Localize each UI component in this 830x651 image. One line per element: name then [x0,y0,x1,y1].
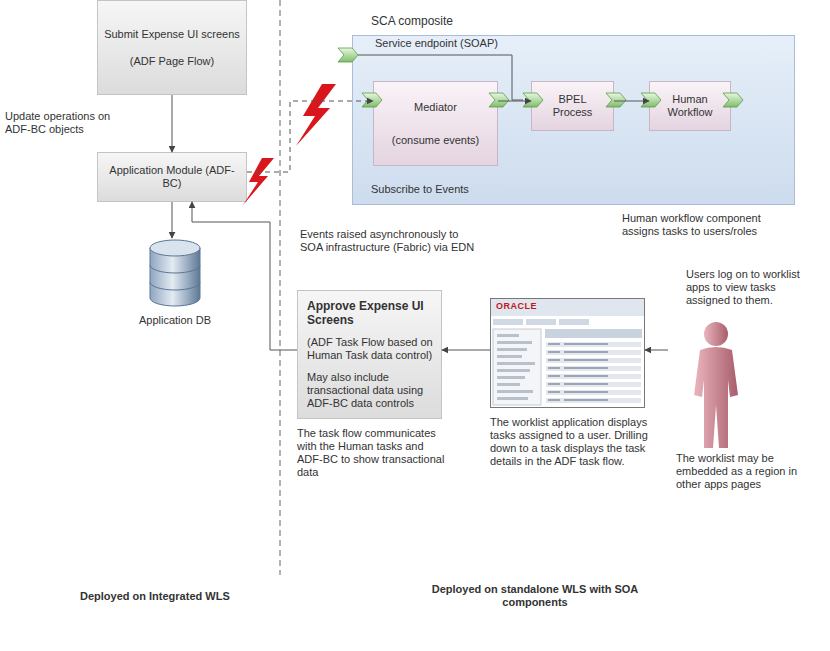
connector [192,202,297,350]
node-text: ORACLE [496,301,537,312]
note-label: The task flow communicates with the Huma… [297,427,447,479]
worklist-screenshot-node: ORACLE [490,298,645,408]
divider-line [280,0,281,575]
note-label: Human workflow component assigns tasks t… [622,212,797,238]
worklist-screenshot [490,298,645,408]
node-art [490,298,645,410]
note-label: Events raised asynchronously to SOA infr… [300,228,475,254]
node-text: Application Module (ADF-BC) [104,164,240,190]
ui-screen-box: Submit Expense UI screens (ADF Page Flow) [97,0,247,95]
approve-ui-box: Approve Expense UI Screens (ADF Task Flow… [297,290,442,419]
connector [442,350,490,351]
sca-composite-band: SCA compositeSubscribe to EventsMediator… [352,35,795,205]
node-text: Approve Expense UI Screens [307,299,433,327]
node-art [686,320,746,452]
connector [172,95,173,152]
node-text: May also include transactional data usin… [307,371,433,410]
database-cylinder [148,238,202,308]
node-text: (ADF Page Flow) [130,55,214,68]
node-text: Submit Expense UI screens [104,28,240,41]
node-text: Mediator [414,101,457,114]
user-actor: Users log on to worklist apps to view ta… [668,268,826,504]
node-art [148,238,202,310]
node-text: Human Workflow [656,93,724,119]
node-text: Users log on to worklist apps to view ta… [686,268,822,307]
connector [645,350,668,351]
node-text: The worklist may be embedded as a region… [676,452,824,491]
lightning-bolt [243,158,274,205]
connector [172,202,173,238]
note-label: Service endpoint (SOAP) [375,37,575,50]
human-workflow-box: Human Workflow [649,81,731,131]
user-figure [686,320,746,450]
node-text: (consume events) [392,134,479,147]
node-text: Subscribe to Events [371,183,469,196]
node-text: BPEL Process [538,93,607,119]
lightning-bolt [296,84,336,146]
edge-label: Update operations on ADF-BC objects [5,110,117,136]
database: Application DB [120,238,230,333]
mediator-box: Mediator (consume events) [373,81,498,166]
note-label: The worklist application displays tasks … [490,416,658,468]
application-module-box: Application Module (ADF-BC) [97,152,247,202]
node-text: Application DB [120,314,230,327]
bpel-process-box: BPEL Process [531,81,614,131]
node-text: SCA composite [371,15,453,28]
node-text: (ADF Task Flow based on Human Task data … [307,336,433,362]
note-label: Deployed on Integrated WLS [80,590,280,603]
note-label: Deployed on standalone WLS with SOA comp… [430,583,640,609]
